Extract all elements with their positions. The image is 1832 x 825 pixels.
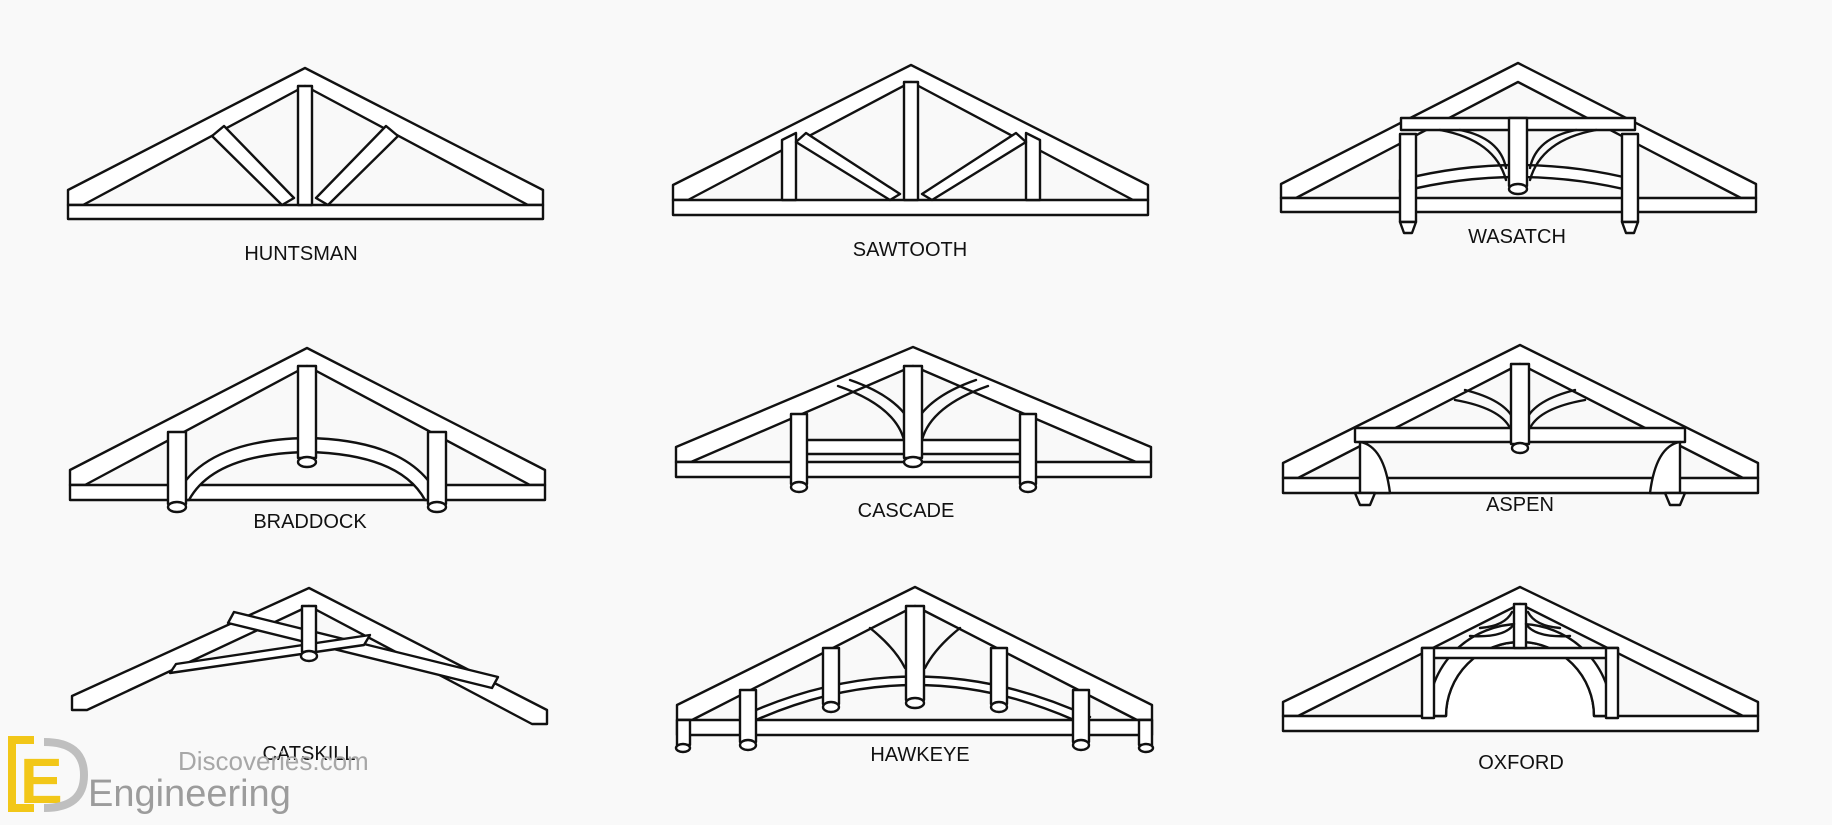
- watermark-line2: Engineering: [88, 773, 291, 815]
- truss-huntsman: HUNTSMAN: [66, 66, 545, 265]
- truss-aspen: ASPEN: [1281, 343, 1760, 516]
- truss-label: WASATCH: [1468, 226, 1566, 248]
- truss-wasatch: WASATCH: [1279, 61, 1758, 248]
- truss-label: ASPEN: [1486, 494, 1554, 516]
- truss-label: CASCADE: [858, 500, 955, 522]
- truss-sawtooth: SAWTOOTH: [671, 63, 1150, 261]
- truss-label: HUNTSMAN: [244, 243, 357, 265]
- truss-label: CATSKILL: [263, 743, 356, 765]
- truss-oxford: OXFORD: [1281, 585, 1760, 774]
- truss-label: BRADDOCK: [253, 511, 367, 533]
- truss-label: SAWTOOTH: [853, 239, 967, 261]
- truss-label: HAWKEYE: [870, 744, 969, 766]
- watermark-logo: E: [8, 736, 89, 817]
- truss-braddock: BRADDOCK: [68, 346, 547, 533]
- watermark-line1: Discoveries.com: [178, 746, 369, 776]
- truss-cascade: CASCADE: [674, 345, 1153, 522]
- truss-label: OXFORD: [1478, 752, 1564, 774]
- truss-catskill: CATSKILL: [70, 586, 549, 765]
- truss-hawkeye: HAWKEYE: [674, 585, 1155, 766]
